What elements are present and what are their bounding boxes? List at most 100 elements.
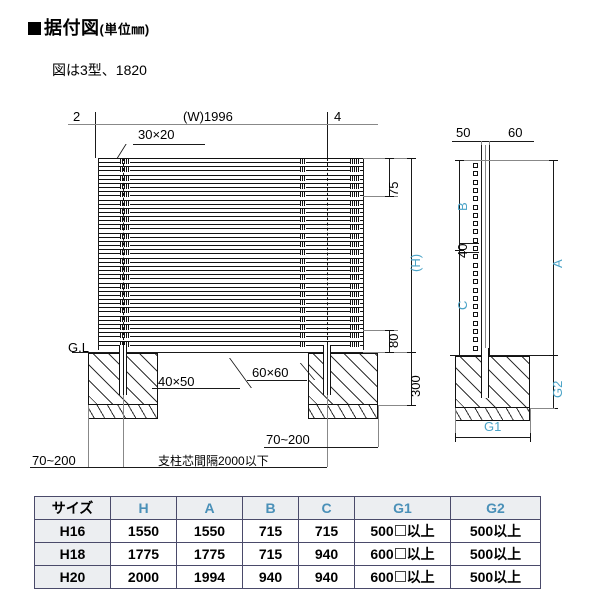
section-louver-slat bbox=[473, 163, 478, 168]
cell-g1: 600 以上 bbox=[354, 565, 451, 589]
section-post-left-face bbox=[481, 145, 482, 355]
slat-bracket bbox=[120, 266, 130, 272]
slat-bracket bbox=[300, 300, 306, 306]
cell-a: 1550 bbox=[176, 519, 243, 543]
slat-bracket bbox=[120, 300, 130, 306]
section-dim-line-40b bbox=[459, 252, 479, 253]
cell-g1-number: 600 bbox=[370, 569, 394, 585]
louver-slat bbox=[98, 241, 363, 247]
slat-bracket bbox=[350, 283, 360, 289]
section-louver-slat bbox=[473, 279, 478, 285]
louver-slat bbox=[98, 299, 363, 306]
dim-tick-75-bottom bbox=[385, 196, 394, 197]
cell-g1-suffix: 以上 bbox=[406, 546, 435, 562]
page-title-text: 据付図 bbox=[44, 18, 100, 38]
slat-bracket bbox=[350, 225, 360, 231]
slat-bracket bbox=[300, 183, 306, 189]
dim-line-75 bbox=[389, 158, 390, 196]
col-header-g1: G1 bbox=[354, 496, 451, 520]
section-louver-slat bbox=[473, 171, 478, 177]
hidden-post-line-right bbox=[327, 158, 328, 350]
slat-bracket bbox=[120, 316, 130, 322]
cell-g1-suffix: 以上 bbox=[406, 523, 435, 539]
louver-slat bbox=[98, 232, 363, 239]
slat-bracket bbox=[350, 183, 360, 189]
section-dim-label-A: A bbox=[550, 259, 565, 268]
slat-bracket bbox=[120, 167, 130, 173]
slat-bracket bbox=[350, 159, 360, 164]
slat-bracket bbox=[350, 341, 360, 347]
dim-label-300: 300 bbox=[408, 375, 423, 397]
slat-bracket bbox=[350, 250, 360, 256]
ext-line-post-left-center bbox=[123, 395, 124, 467]
slat-bracket bbox=[350, 300, 360, 306]
slat-bracket bbox=[300, 283, 306, 289]
callout-leader-horizontal bbox=[133, 144, 205, 145]
louver-slat bbox=[98, 207, 363, 214]
dim-line-80 bbox=[389, 330, 390, 352]
dim-label-left-post: 2 bbox=[73, 109, 81, 124]
section-ext-G2-bottom bbox=[530, 408, 555, 409]
section-louver-slat bbox=[473, 262, 478, 268]
cell-size: H16 bbox=[34, 519, 111, 543]
section-louver-slat bbox=[473, 345, 478, 351]
louver-slat bbox=[98, 265, 363, 272]
section-louver-slat bbox=[473, 237, 478, 243]
section-louver-slat bbox=[473, 312, 478, 318]
cell-size: H18 bbox=[34, 542, 111, 566]
section-dim-label-40: 40 bbox=[455, 243, 470, 258]
dim-label-overall-width: (W)1996 bbox=[183, 109, 233, 124]
cell-h: 1775 bbox=[110, 542, 177, 566]
cell-g2: 500以上 bbox=[450, 519, 541, 543]
section-tick-G2-top bbox=[549, 355, 558, 356]
ext-line-footing-left-edge bbox=[88, 405, 89, 467]
louver-slat bbox=[98, 307, 363, 314]
dim-line-edge-left bbox=[30, 467, 123, 468]
section-louver-slat bbox=[473, 187, 478, 193]
width-dimension-line bbox=[68, 124, 378, 125]
slat-bracket bbox=[120, 217, 130, 223]
section-dim-line-B bbox=[459, 160, 460, 250]
drawing-subtitle: 図は3型、1820 bbox=[52, 62, 147, 78]
cell-g2: 500以上 bbox=[450, 565, 541, 589]
louver-slat bbox=[98, 315, 363, 322]
footing-right bbox=[308, 353, 378, 405]
cell-g1-suffix: 以上 bbox=[406, 569, 435, 585]
slat-bracket bbox=[300, 200, 306, 206]
slat-bracket bbox=[350, 208, 360, 214]
slat-bracket bbox=[120, 250, 130, 256]
slat-bracket bbox=[350, 167, 360, 173]
slat-bracket bbox=[300, 225, 306, 231]
louver-slat bbox=[98, 216, 363, 223]
cell-size: H20 bbox=[34, 565, 111, 589]
cell-b: 715 bbox=[242, 542, 299, 566]
section-louver-slat bbox=[473, 254, 478, 260]
slat-bracket bbox=[120, 308, 130, 314]
section-tick-G1-left bbox=[455, 433, 456, 442]
col-header-a: A bbox=[176, 496, 243, 520]
section-ext-G1-left bbox=[455, 408, 456, 440]
page-title-unit: (単位㎜) bbox=[99, 22, 150, 37]
cell-c: 715 bbox=[298, 519, 355, 543]
spec-table: サイズ H A B C G1 G2 H16 1550 1550 715 715 … bbox=[34, 496, 541, 589]
section-dim-label-C: C bbox=[455, 300, 470, 310]
slat-bracket bbox=[120, 242, 130, 247]
callout-label-post-small: 40×50 bbox=[158, 374, 195, 389]
section-ground-line bbox=[450, 355, 555, 356]
dim-line-edge-right bbox=[264, 447, 378, 448]
louver-slat bbox=[98, 191, 363, 198]
slat-bracket bbox=[120, 208, 130, 214]
slat-bracket bbox=[300, 217, 306, 223]
extension-line-left-post bbox=[95, 112, 96, 158]
section-louver-slat bbox=[473, 320, 478, 326]
section-louver-slat bbox=[473, 179, 478, 185]
table-header-row: サイズ H A B C G1 G2 bbox=[34, 496, 541, 520]
hidden-post-line-left bbox=[123, 158, 124, 350]
gravel-bed-right bbox=[308, 405, 378, 419]
cell-h: 2000 bbox=[110, 565, 177, 589]
col-header-b: B bbox=[242, 496, 299, 520]
slat-bracket bbox=[300, 159, 306, 164]
section-louver-slat bbox=[473, 229, 478, 235]
